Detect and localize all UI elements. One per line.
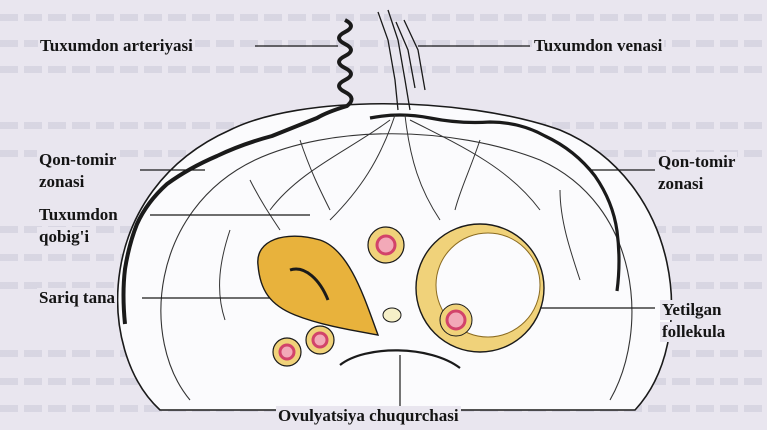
label-vascular-zone-right-1: Qon-tomir xyxy=(656,152,737,172)
ovarian-vein-1 xyxy=(378,12,398,110)
ovarian-vein-4 xyxy=(404,20,425,90)
mature-follicle-oocyte xyxy=(447,311,465,329)
label-ovulation-pit: Ovulyatsiya chuqurchasi xyxy=(276,406,461,426)
label-ovary-capsule-2: qobig'i xyxy=(37,227,91,247)
label-ovarian-artery: Tuxumdon arteriyasi xyxy=(38,36,195,56)
label-vascular-zone-left-1: Qon-tomir xyxy=(37,150,118,170)
atretic-follicle xyxy=(383,308,401,322)
label-ovarian-vein: Tuxumdon venasi xyxy=(532,36,664,56)
label-mature-follicle-2: follekula xyxy=(660,322,727,342)
label-ovary-capsule-1: Tuxumdon xyxy=(37,205,120,225)
label-vascular-zone-right-2: zonasi xyxy=(656,174,705,194)
label-mature-follicle-1: Yetilgan xyxy=(660,300,724,320)
ovarian-vein-3 xyxy=(396,22,415,88)
label-corpus-luteum: Sariq tana xyxy=(37,288,117,308)
label-vascular-zone-left-2: zonasi xyxy=(37,172,86,192)
